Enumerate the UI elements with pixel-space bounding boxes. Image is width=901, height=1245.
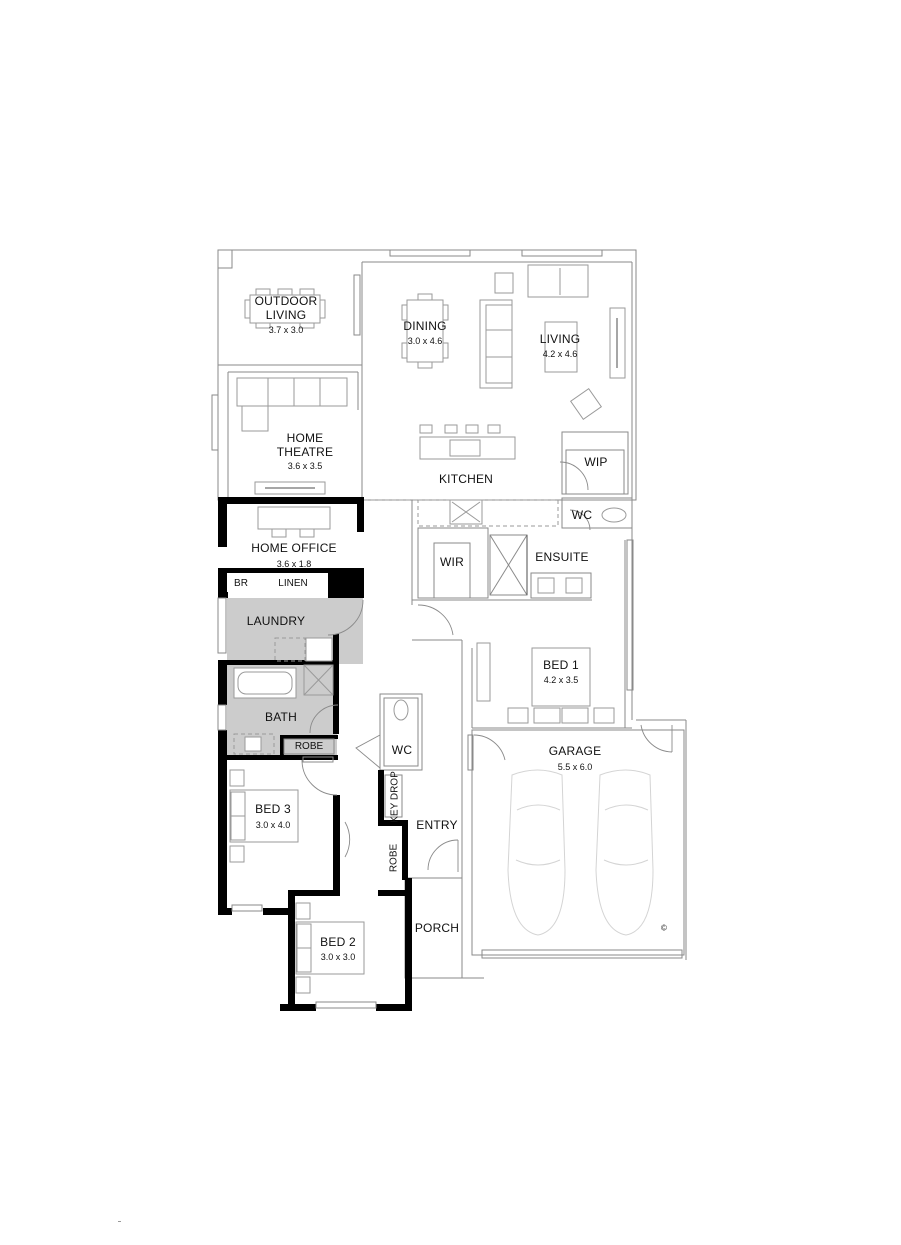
room-label-key-drop: KEY DROP (389, 771, 401, 823)
room-label-wip: WIP (584, 455, 608, 469)
room-label-living: LIVING (539, 332, 581, 346)
room-label-entry: ENTRY (416, 818, 458, 832)
room-name-line2: THEATRE (276, 445, 334, 459)
room-dim-bed-1: 4.2 x 3.5 (543, 675, 579, 685)
room-name-line1: OUTDOOR (254, 294, 318, 308)
room-label-wc-ensuite: WC (571, 508, 593, 522)
room-label-bed-3: BED 3 (255, 802, 291, 816)
room-label-wc-entry: WC (391, 743, 413, 757)
room-label-linen: LINEN (278, 578, 308, 589)
outer-walls-thin (211, 249, 687, 979)
doors (217, 461, 673, 1009)
room-dim-living: 4.2 x 4.6 (542, 349, 578, 359)
room-name-line1: HOME (286, 431, 324, 445)
room-dim-dining: 3.0 x 4.6 (407, 336, 443, 346)
thick-walls (218, 497, 412, 1011)
room-label-robe-bed2: ROBE (388, 843, 400, 873)
room-name-line2: LIVING (265, 308, 307, 322)
room-dim-outdoor-living: 3.7 x 3.0 (268, 325, 304, 335)
room-label-bed-1: BED 1 (543, 658, 579, 672)
room-dim-bed-3: 3.0 x 4.0 (255, 820, 291, 830)
furniture (229, 264, 626, 994)
room-label-br: BR (234, 578, 248, 589)
room-label-bath: BATH (265, 710, 297, 724)
room-dim-garage: 5.5 x 6.0 (557, 762, 593, 772)
room-label-ensuite: ENSUITE (535, 550, 589, 564)
room-label-wir: WIR (440, 555, 464, 569)
room-label-porch: PORCH (414, 921, 460, 935)
room-dim-bed-2: 3.0 x 3.0 (320, 952, 356, 962)
room-label-bed-2: BED 2 (320, 935, 356, 949)
room-label-laundry: LAUNDRY (246, 614, 306, 628)
page-marker (118, 1221, 121, 1222)
room-label-home-office: HOME OFFICE (251, 541, 337, 555)
room-label-dining: DINING (403, 319, 447, 333)
room-label-robe-bath: ROBE (294, 741, 324, 752)
room-label-garage: GARAGE (548, 744, 602, 758)
room-dim-home-office: 3.6 x 1.8 (276, 559, 312, 569)
copyright-symbol: © (661, 923, 667, 933)
room-dim-home-theatre: 3.6 x 3.5 (287, 461, 323, 471)
room-label-kitchen: KITCHEN (438, 472, 494, 486)
cars (507, 769, 654, 936)
